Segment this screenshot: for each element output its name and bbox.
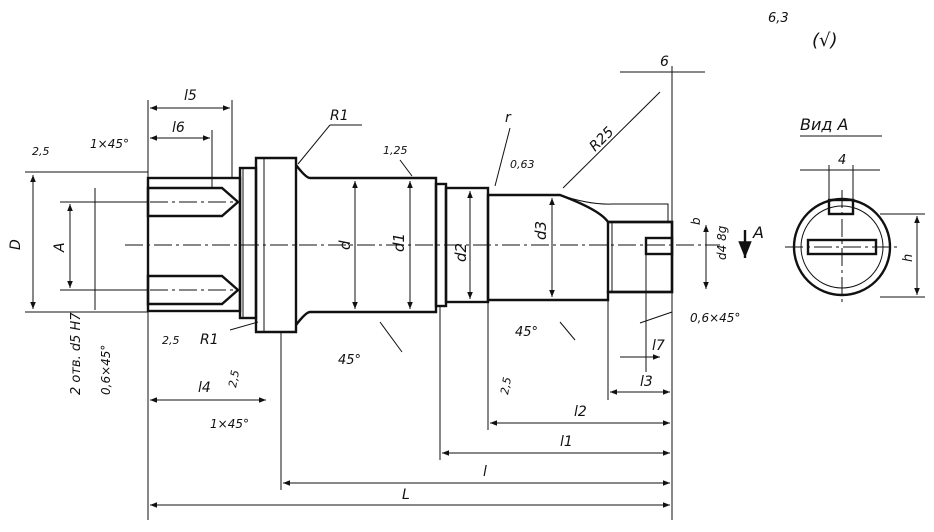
- label-rough-25-mid: 2,5: [226, 369, 242, 388]
- label-d1: d1: [390, 233, 408, 252]
- shaft-body: [295, 164, 674, 326]
- label-d: d: [336, 240, 354, 250]
- label-l2: l2: [574, 404, 587, 420]
- collar: [238, 156, 298, 334]
- hole-top: [146, 186, 240, 218]
- view-a-title: Вид A: [800, 115, 848, 134]
- label-D: D: [8, 239, 24, 250]
- label-d3: d3: [532, 221, 550, 240]
- label-rough-125: 1,25: [383, 144, 408, 157]
- label-d2: d2: [452, 243, 470, 262]
- leaders: [229, 91, 673, 353]
- label-r1-top: R1: [330, 108, 349, 124]
- label-L: L: [402, 487, 410, 503]
- label-l4: l4: [198, 380, 211, 396]
- label-h: h: [901, 254, 916, 262]
- label-rough-063: 0,63: [510, 158, 535, 171]
- label-l5: l5: [184, 88, 197, 104]
- label-l3: l3: [640, 374, 653, 390]
- label-l6: l6: [172, 120, 185, 136]
- label-angle-45-b: 45°: [515, 325, 538, 340]
- label-r25: R25: [587, 124, 618, 155]
- roughness-paren: (√): [812, 30, 838, 51]
- label-b: b: [689, 217, 703, 225]
- label-angle-45-a: 45°: [338, 353, 361, 368]
- label-l1: l1: [560, 434, 573, 450]
- top-dims: [147, 66, 705, 222]
- label-holes: 2 отв. d5 H7: [69, 312, 84, 395]
- flange-section: [146, 176, 242, 313]
- label-r-small: r: [505, 110, 512, 126]
- label-view-arrow-a: A: [752, 223, 764, 242]
- label-l: l: [483, 464, 487, 480]
- hole-bottom: [146, 274, 240, 306]
- label-l7: l7: [652, 338, 665, 354]
- label-chamfer-1x45-top: 1×45°: [90, 137, 129, 151]
- label-rough-25-lower: 2,5: [498, 376, 514, 395]
- label-dim-b6: 6: [660, 54, 669, 70]
- view-a: [785, 135, 925, 305]
- label-A-dim: A: [52, 242, 68, 253]
- label-chamfer-06x45-right: 0,6×45°: [690, 311, 740, 325]
- bottom-dims: [147, 254, 673, 520]
- label-dim-4: 4: [838, 153, 846, 168]
- label-r1-bottom: R1: [200, 332, 219, 348]
- label-rough-25-bottom: 2,5: [162, 334, 180, 347]
- label-chamfer-06x45-left: 0,6×45°: [99, 345, 113, 395]
- label-d4: d4 8g: [715, 225, 729, 260]
- diameter-dims: [25, 171, 709, 313]
- label-chamfer-1x45-bottom: 1×45°: [210, 417, 249, 431]
- roughness-top: 6,3: [768, 11, 789, 26]
- label-rough-25-left: 2,5: [32, 145, 50, 158]
